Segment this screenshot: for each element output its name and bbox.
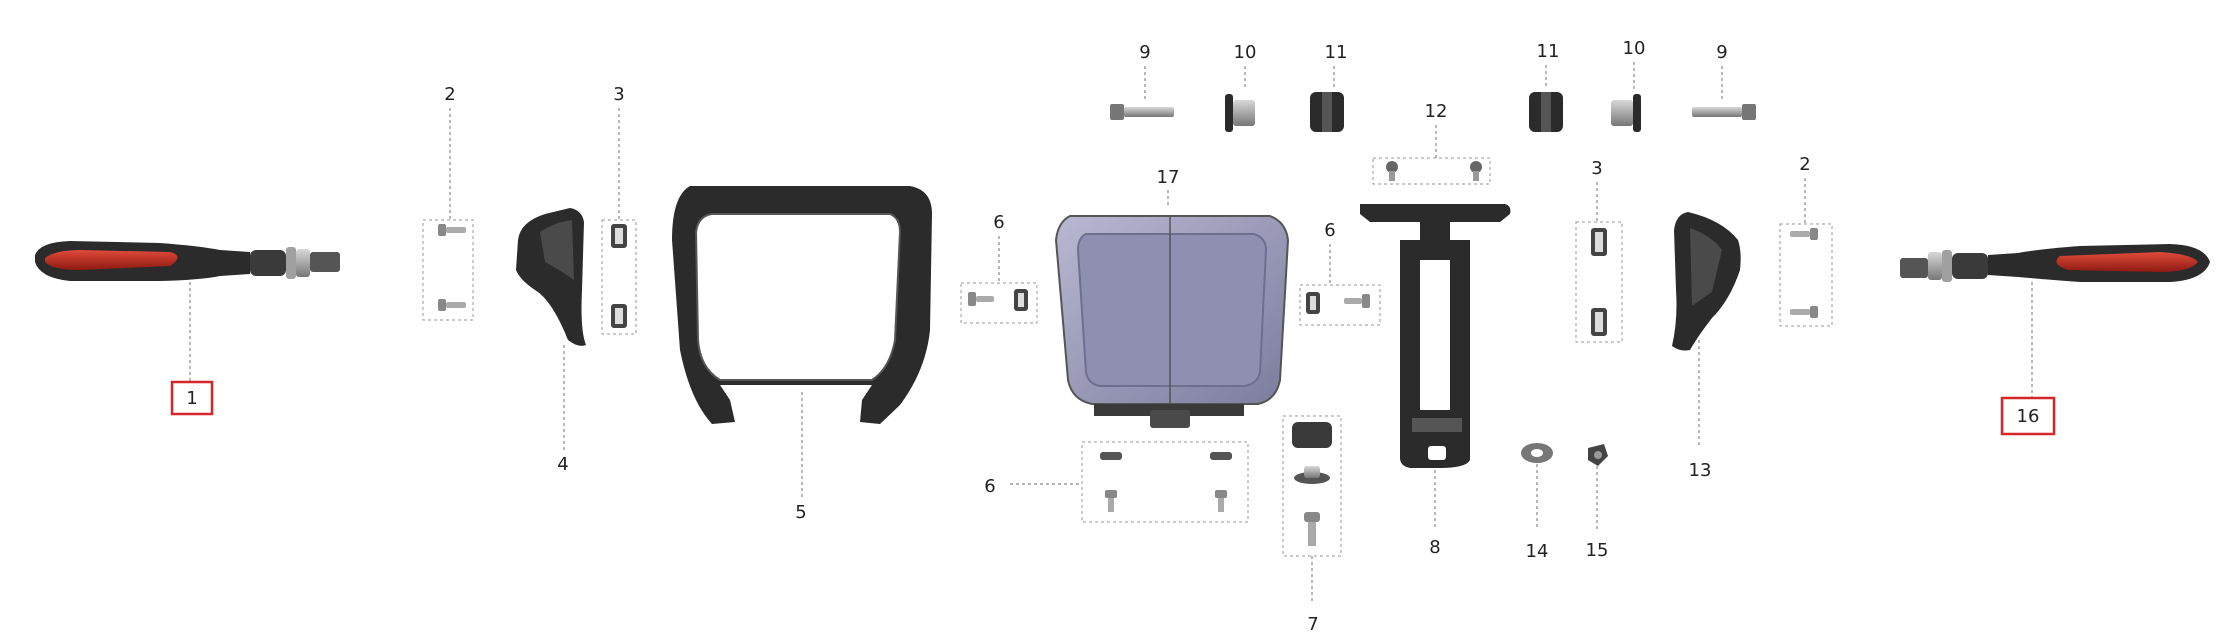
nut-15-part	[1588, 444, 1608, 466]
callout-14: 14	[1526, 541, 1549, 562]
group-box-7	[1282, 415, 1342, 557]
fasteners-6-upper-left	[968, 289, 1028, 311]
grommet-11-right	[1529, 92, 1563, 132]
callout-15: 15	[1586, 540, 1609, 561]
callout-9-left: 9	[1139, 42, 1150, 63]
callout-7: 7	[1307, 614, 1318, 635]
callout-11-right: 11	[1537, 41, 1560, 62]
clips-3-left	[611, 224, 627, 328]
callout-6-lower: 6	[984, 476, 995, 497]
group-box-6-lower	[1081, 441, 1249, 523]
right-side-cover-part	[1672, 212, 1741, 351]
clips-3-right	[1591, 228, 1607, 336]
callout-5: 5	[795, 502, 806, 523]
screws-2-right	[1790, 228, 1818, 318]
callout-box-1	[170, 380, 214, 416]
group-box-3-left	[601, 219, 637, 335]
callout-2-left: 2	[444, 84, 455, 105]
bolt-9-right	[1692, 104, 1756, 120]
callout-6-upper-left: 6	[993, 212, 1004, 233]
callout-9-right: 9	[1716, 42, 1727, 63]
washer-14-part	[1521, 443, 1553, 463]
callout-16: 16	[2017, 406, 2040, 427]
callout-11-left: 11	[1325, 42, 1348, 63]
mounting-bracket-part	[1360, 204, 1511, 468]
group-box-2-right	[1779, 223, 1833, 327]
hardware-7	[1292, 422, 1332, 546]
bushing-10-left	[1225, 94, 1255, 132]
callout-8: 8	[1429, 537, 1440, 558]
bushing-10-right	[1611, 94, 1641, 132]
callout-10-left: 10	[1234, 42, 1257, 63]
left-side-cover-part	[516, 208, 586, 346]
screws-2-left	[438, 224, 466, 311]
bolt-9-left	[1110, 104, 1174, 120]
callout-13: 13	[1689, 460, 1712, 481]
display-screen-part	[1054, 215, 1290, 428]
callout-3-right: 3	[1591, 158, 1602, 179]
callout-2-right: 2	[1799, 154, 1810, 175]
callout-3-left: 3	[613, 84, 624, 105]
callout-6-upper-right: 6	[1324, 220, 1335, 241]
right-indicator-part	[1900, 244, 2210, 282]
grommet-11-left	[1310, 92, 1344, 132]
callout-1: 1	[186, 388, 197, 409]
callout-12: 12	[1425, 101, 1448, 122]
left-indicator-part	[35, 241, 340, 281]
fasteners-6-upper-right	[1306, 292, 1370, 314]
group-box-6-upper-left	[960, 282, 1038, 324]
callout-4: 4	[557, 454, 568, 475]
group-box-2-left	[422, 219, 474, 321]
group-box-3-right	[1575, 221, 1623, 343]
callout-box-16	[2000, 396, 2056, 436]
group-box-12	[1372, 157, 1491, 185]
frame-bezel-part	[672, 186, 932, 424]
fasteners-6-lower	[1100, 452, 1232, 512]
callout-10-right: 10	[1623, 38, 1646, 59]
screws-12	[1386, 161, 1482, 181]
callout-17: 17	[1157, 167, 1180, 188]
